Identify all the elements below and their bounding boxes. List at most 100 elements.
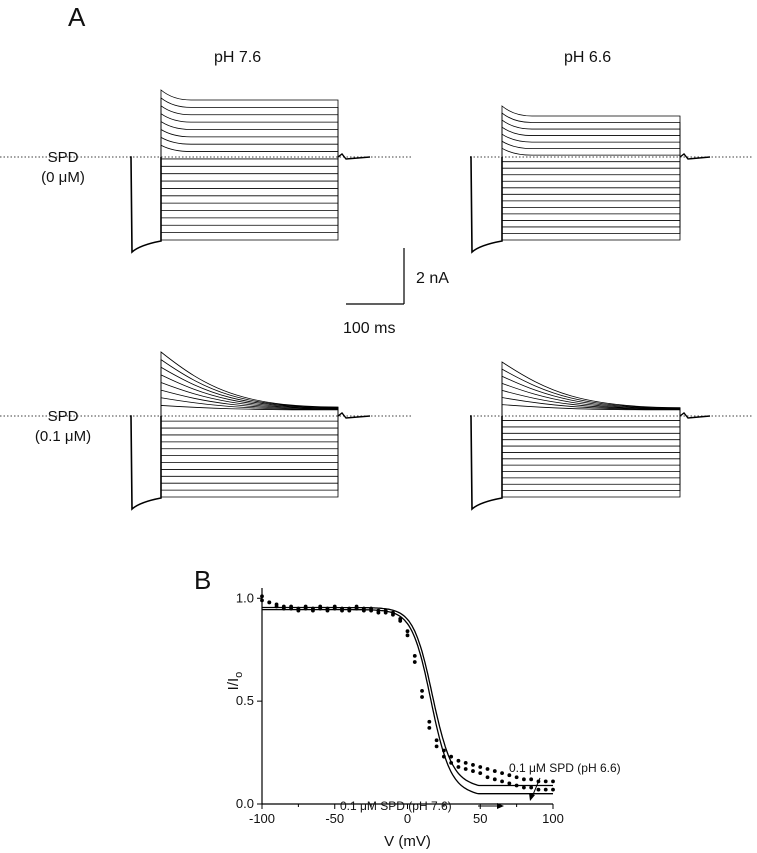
step-trace bbox=[160, 416, 339, 498]
x-tick-label: 50 bbox=[473, 811, 487, 826]
data-point-ph-6-6 bbox=[492, 769, 497, 773]
annotation-arrowhead-ph-6-6 bbox=[529, 793, 535, 801]
y-tick-label: 0.0 bbox=[236, 796, 254, 811]
row-label-spd-0-1-line2: (0.1 μM) bbox=[34, 428, 92, 445]
trace-family-spd0-ph66 bbox=[470, 105, 752, 254]
data-point-ph-6-6 bbox=[340, 606, 344, 611]
data-point-ph-7-6 bbox=[318, 606, 323, 611]
data-point-ph-7-6 bbox=[485, 775, 490, 780]
step-trace bbox=[160, 351, 339, 416]
step-trace bbox=[160, 157, 339, 241]
step-trace bbox=[501, 157, 681, 221]
step-trace bbox=[160, 120, 339, 157]
data-point-ph-7-6 bbox=[529, 785, 534, 790]
current-traces-group bbox=[0, 89, 752, 511]
data-point-ph-6-6 bbox=[536, 779, 541, 784]
x-tick-label: 100 bbox=[542, 811, 564, 826]
step-trace bbox=[160, 416, 339, 477]
data-point-ph-6-6 bbox=[529, 777, 534, 782]
data-point-ph-6-6 bbox=[260, 598, 264, 603]
data-point-ph-6-6 bbox=[391, 610, 395, 615]
data-point-ph-6-6 bbox=[543, 779, 548, 784]
row-label-spd-0: SPD (0 μM) bbox=[20, 148, 106, 188]
step-trace bbox=[501, 416, 681, 485]
trace-family-spd0-ph76 bbox=[0, 89, 412, 254]
step-trace bbox=[501, 157, 681, 234]
y-tick-label: 0.5 bbox=[236, 693, 254, 708]
data-point-ph-7-6 bbox=[492, 777, 497, 782]
step-trace bbox=[501, 157, 681, 169]
data-point-ph-6-6 bbox=[551, 779, 555, 784]
step-trace bbox=[160, 89, 339, 157]
step-trace bbox=[501, 416, 681, 421]
step-trace bbox=[501, 397, 681, 416]
row-label-spd-0-line1: SPD bbox=[47, 149, 79, 166]
step-trace bbox=[501, 416, 681, 453]
step-trace bbox=[501, 133, 681, 157]
column-title-ph-7-6: pH 7.6 bbox=[214, 49, 262, 66]
data-point-ph-7-6 bbox=[274, 604, 279, 609]
data-point-ph-6-6 bbox=[383, 608, 388, 613]
x-tick-label: 0 bbox=[404, 811, 411, 826]
step-trace bbox=[501, 416, 681, 428]
row-label-spd-0-line2: (0 μM) bbox=[41, 169, 85, 186]
annotation-arrow-ph-6-6 bbox=[531, 777, 541, 798]
data-point-ph-7-6 bbox=[471, 769, 475, 773]
data-point-ph-6-6 bbox=[478, 765, 483, 769]
step-trace bbox=[160, 416, 339, 436]
step-trace bbox=[160, 416, 339, 470]
step-trace bbox=[501, 416, 681, 447]
data-point-ph-7-6 bbox=[507, 781, 512, 786]
step-trace bbox=[501, 157, 681, 228]
step-trace bbox=[160, 128, 339, 157]
data-point-ph-7-6 bbox=[551, 787, 555, 792]
step-trace bbox=[160, 157, 339, 234]
data-point-ph-7-6 bbox=[478, 771, 483, 776]
step-trace bbox=[160, 397, 339, 416]
data-point-ph-6-6 bbox=[332, 604, 337, 609]
tail-trace bbox=[679, 412, 711, 419]
data-point-ph-7-6 bbox=[536, 787, 541, 792]
step-trace bbox=[160, 157, 339, 182]
y-tick-label: 1.0 bbox=[236, 590, 254, 605]
data-point-ph-6-6 bbox=[405, 629, 410, 634]
data-point-ph-7-6 bbox=[303, 606, 308, 611]
step-trace bbox=[501, 157, 681, 202]
x-tick-label: -50 bbox=[325, 811, 344, 826]
step-trace bbox=[160, 97, 339, 157]
step-trace bbox=[160, 144, 339, 157]
step-trace bbox=[501, 416, 681, 441]
step-trace bbox=[160, 366, 339, 416]
x-axis-label: V (mV) bbox=[384, 833, 431, 850]
fit-curve-ph-6-6 bbox=[262, 606, 553, 787]
data-point-ph-6-6 bbox=[289, 604, 293, 609]
step-trace bbox=[501, 416, 681, 479]
data-point-ph-6-6 bbox=[412, 653, 417, 658]
fit-curves bbox=[262, 606, 553, 795]
data-point-ph-7-6 bbox=[267, 600, 272, 605]
step-trace bbox=[501, 404, 681, 416]
step-trace bbox=[160, 416, 339, 457]
step-trace bbox=[160, 112, 339, 157]
data-point-ph-6-6 bbox=[485, 767, 490, 771]
row-label-spd-0-1: SPD (0.1 μM) bbox=[20, 407, 106, 447]
data-point-ph-6-6 bbox=[354, 604, 359, 609]
data-point-ph-7-6 bbox=[391, 612, 395, 617]
step-trace bbox=[501, 157, 681, 182]
scale-bar-current-label: 2 nA bbox=[416, 270, 449, 287]
step-trace bbox=[160, 157, 339, 211]
row-label-spd-0-1-line1: SPD bbox=[47, 408, 79, 425]
scale-bar bbox=[346, 248, 405, 305]
data-point-ph-7-6 bbox=[463, 767, 468, 771]
data-point-ph-7-6 bbox=[427, 725, 432, 730]
fit-curve-ph-7-6 bbox=[262, 608, 553, 795]
prepulse-trace bbox=[130, 156, 162, 254]
data-point-ph-6-6 bbox=[376, 608, 381, 613]
data-point-ph-6-6 bbox=[420, 688, 424, 693]
data-point-ph-7-6 bbox=[332, 606, 337, 611]
data-point-ph-7-6 bbox=[420, 695, 424, 699]
step-trace bbox=[160, 416, 339, 443]
column-title-ph-6-6: pH 6.6 bbox=[564, 49, 612, 66]
panel-b-letter: B bbox=[194, 565, 212, 595]
